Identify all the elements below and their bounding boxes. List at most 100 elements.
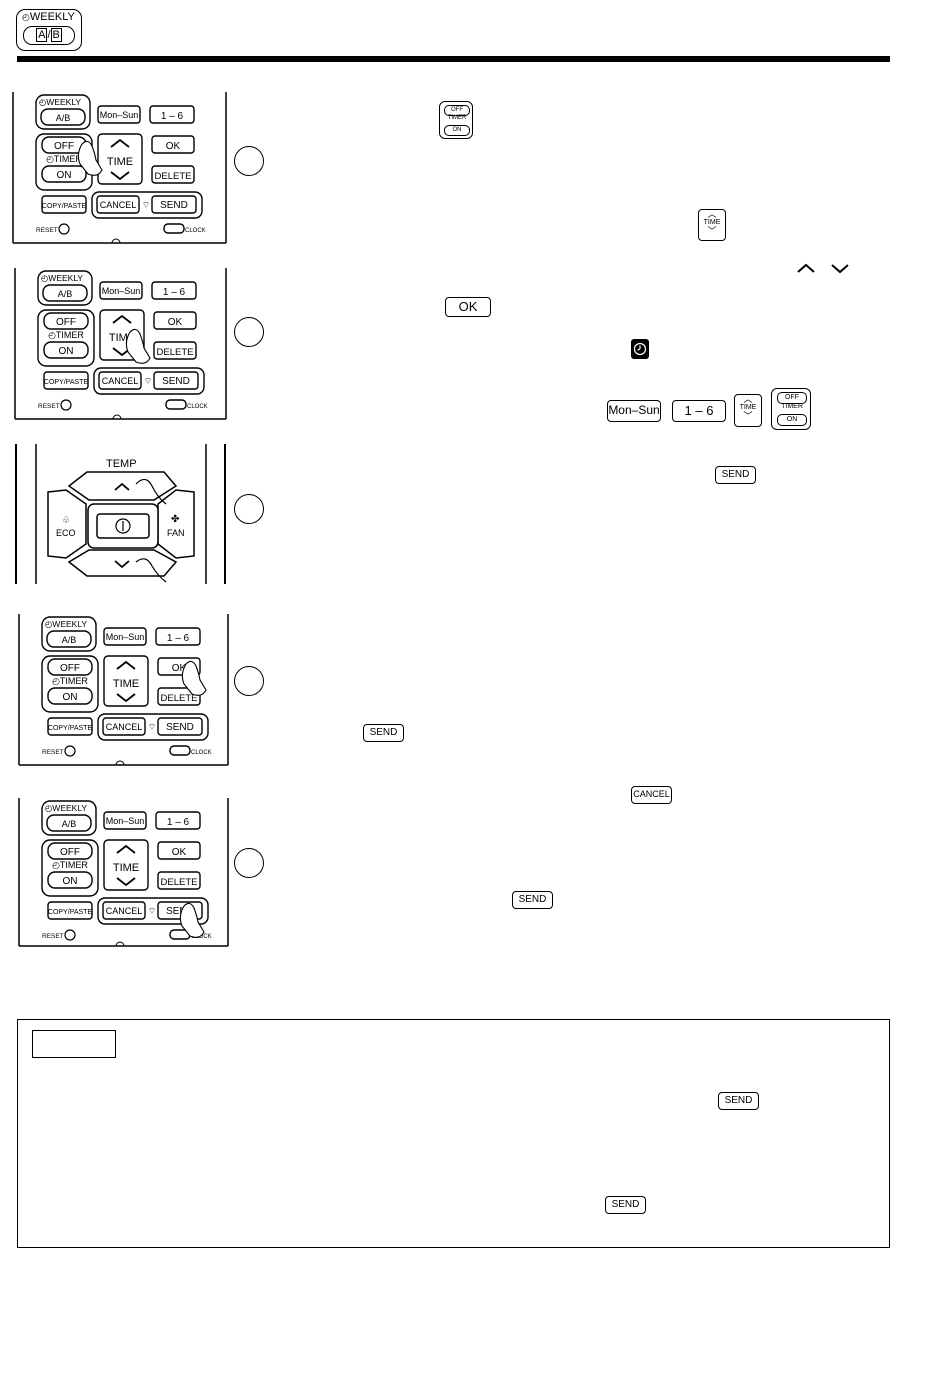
ab-label: A/B xyxy=(56,113,71,123)
cancel-button xyxy=(102,717,146,736)
chevron-up-icon: ︿ xyxy=(707,209,717,219)
send-button-icon-step4: SEND xyxy=(363,724,404,742)
timer-button-icon: OFF TIMER ON xyxy=(439,101,473,139)
time-button xyxy=(103,839,149,891)
remote-notch xyxy=(115,760,125,766)
ab-button xyxy=(40,108,86,126)
cancel-button-icon-step5: CANCEL xyxy=(631,786,672,804)
copy-paste-label: COPY/PASTE xyxy=(48,725,93,732)
cancel-label: CANCEL xyxy=(100,200,137,210)
weekly-label: ◴WEEKLY xyxy=(39,97,82,107)
ok-button xyxy=(153,311,197,330)
ab-label: A/B xyxy=(62,819,77,829)
remote-notch xyxy=(115,941,125,947)
ab-label: A/B xyxy=(58,289,73,299)
one-six-button xyxy=(151,281,197,300)
weekly-label: ◴WEEKLY xyxy=(41,273,84,283)
copy-paste-label: COPY/PASTE xyxy=(42,203,87,210)
reset-button xyxy=(64,745,76,757)
send-label: SEND xyxy=(166,722,194,733)
cancel-label: CANCEL xyxy=(102,376,139,386)
chevron-up-icon xyxy=(112,314,132,324)
timer-on-label: ON xyxy=(63,692,78,703)
one-six-label: 1 – 6 xyxy=(163,287,186,298)
time-label: TIME xyxy=(113,862,139,874)
ok-label: OK xyxy=(168,317,183,328)
ab-button xyxy=(42,284,88,302)
cancel-label: CANCEL xyxy=(106,906,143,916)
time-label: TIME xyxy=(113,678,139,690)
reset-button xyxy=(60,399,72,411)
timer-on-button xyxy=(47,871,93,889)
chevron-down-icon: ﹀ xyxy=(707,226,717,236)
timer-label: ◴TIMER xyxy=(52,676,88,686)
delete-label: DELETE xyxy=(155,171,192,182)
timer-off-button xyxy=(43,312,89,330)
signal-icon: ⌔ xyxy=(148,906,156,916)
timer-label: ◴TIMER xyxy=(52,860,88,870)
chevron-up-icon xyxy=(116,660,136,670)
clock-label: CLOCK xyxy=(191,750,212,756)
reset-label: RESET xyxy=(36,227,58,234)
note-box: SEND SEND xyxy=(17,1019,890,1248)
send-button xyxy=(153,371,199,390)
delete-label: DELETE xyxy=(161,693,198,704)
signal-icon: ⌔ xyxy=(148,722,156,732)
ok-label: OK xyxy=(166,141,181,152)
ok-label: OK xyxy=(172,663,187,674)
copy-paste-label: COPY/PASTE xyxy=(44,379,89,386)
ab-button xyxy=(46,630,92,648)
timer-on-label: ON xyxy=(59,346,74,357)
clock-label: CLOCK xyxy=(191,934,212,940)
time-button xyxy=(103,655,149,707)
clock-button xyxy=(165,399,187,410)
reset-button xyxy=(64,929,76,941)
delete-label: DELETE xyxy=(161,877,198,888)
ok-label: OK xyxy=(172,847,187,858)
step-number-5 xyxy=(234,848,264,878)
mon-sun-button xyxy=(103,811,147,830)
one-six-label: 1 – 6 xyxy=(161,111,184,122)
mon-sun-button xyxy=(97,105,141,124)
ok-button xyxy=(151,135,195,154)
mon-sun-label: Mon–Sun xyxy=(100,110,139,120)
reset-button xyxy=(58,223,70,235)
reset-label: RESET xyxy=(42,749,64,756)
remote-dpad-illustration-step3: TEMP ♧ ECO ✤ FAN xyxy=(14,444,228,584)
mon-sun-label: Mon–Sun xyxy=(106,632,145,642)
one-six-button xyxy=(155,627,201,646)
mon-sun-button xyxy=(99,281,143,300)
timer-off-label: OFF xyxy=(54,141,74,152)
step-number-4 xyxy=(234,666,264,696)
send-button-icon-note2: SEND xyxy=(605,1196,646,1214)
chevron-down-icon xyxy=(116,877,136,887)
timer-on-button xyxy=(47,687,93,705)
mon-sun-button xyxy=(103,627,147,646)
ok-button-icon: OK xyxy=(445,297,491,317)
eco-leaf-icon: ♧ xyxy=(62,515,71,525)
send-button xyxy=(151,195,197,214)
delete-button xyxy=(157,871,201,890)
weekly-ab-button-header: ◴WEEKLY A/B xyxy=(16,9,82,51)
time-label: TIME xyxy=(107,156,133,168)
clock-button xyxy=(169,745,191,756)
timer-label: ◴TIMER xyxy=(46,154,82,164)
weekly-label: ◴WEEKLY xyxy=(45,803,88,813)
pointing-finger-icon xyxy=(181,660,207,696)
pointing-finger-icon xyxy=(179,902,205,938)
temp-label: TEMP xyxy=(106,458,137,470)
send-label: SEND xyxy=(160,200,188,211)
delete-button xyxy=(153,341,197,360)
reset-label: RESET xyxy=(38,403,60,410)
clock-icon: ◴ xyxy=(22,12,30,22)
chevron-down-icon xyxy=(110,171,130,181)
ok-button xyxy=(157,841,201,860)
clock-button xyxy=(163,223,185,234)
copy-paste-button xyxy=(47,901,93,920)
time-button-icon: ︿ TIME ﹀ xyxy=(698,209,726,241)
timer-label: ◴TIMER xyxy=(48,330,84,340)
